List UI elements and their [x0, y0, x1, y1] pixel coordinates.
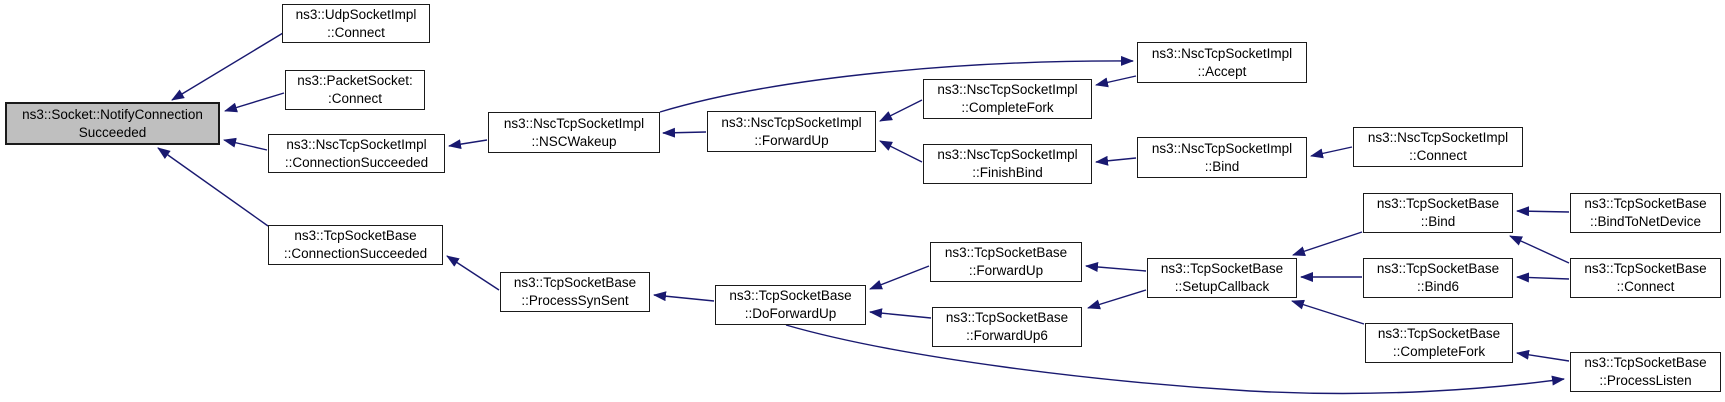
node-label-line: ns3::TcpSocketBase [729, 288, 852, 303]
node-label-line: ::Connect [1409, 148, 1467, 163]
node-label-line: ns3::TcpSocketBase [1376, 261, 1500, 276]
node-nsc-tcp-socket-impl-forward-up[interactable]: ns3::NscTcpSocketImpl::ForwardUp [707, 111, 876, 152]
call-edges [157, 32, 1570, 395]
edge-nsc-tcp-socket-impl-accept--nsc-tcp-socket-impl-complete-fork [1095, 75, 1137, 88]
node-label-line: ns3::TcpSocketBase [944, 245, 1068, 260]
node-label-line: Succeeded [78, 124, 147, 140]
node-label-line: ns3::TcpSocketBase [945, 310, 1069, 325]
node-label-line: ::Connect [327, 24, 385, 40]
edge-tcp-socket-base-connect--tcp-socket-base-bind [1509, 235, 1570, 264]
node-tcp-socket-base-connection-succeeded[interactable]: ns3::TcpSocketBase::ConnectionSucceeded [268, 225, 443, 265]
node-label-line: ns3::TcpSocketBase [294, 228, 417, 243]
node-label-line: ::Bind [1420, 214, 1456, 229]
edge-tcp-socket-base-connect--tcp-socket-base-bind6 [1516, 272, 1570, 283]
node-label-line: ::ForwardUp6 [966, 328, 1048, 343]
node-label-line: ::NSCWakeup [531, 133, 617, 149]
node-label-line: ns3::NscTcpSocketImpl [1367, 130, 1509, 145]
edge-nsc-tcp-socket-impl-connection-succeeded--socket-notify-connection-succeeded [223, 137, 268, 151]
node-label-line: ns3::PacketSocket: [297, 73, 413, 88]
node-label-line: ::Accept [1197, 63, 1247, 79]
edge-nsc-tcp-socket-impl-forward-up--nsc-tcp-socket-impl-nsc-wakeup [662, 127, 707, 138]
edge-nsc-tcp-socket-impl-nsc-wakeup--nsc-tcp-socket-impl-accept [659, 55, 1134, 113]
edge-nsc-tcp-socket-impl-finish-bind--nsc-tcp-socket-impl-forward-up [879, 140, 923, 163]
node-label-line: ns3::TcpSocketBase [1376, 196, 1500, 211]
node-nsc-tcp-socket-impl-finish-bind[interactable]: ns3::NscTcpSocketImpl::FinishBind [923, 144, 1092, 184]
node-label-line: ns3::TcpSocketBase [1584, 196, 1707, 211]
node-label-line: ::ForwardUp [754, 132, 829, 148]
edge-nsc-tcp-socket-impl-nsc-wakeup--nsc-tcp-socket-impl-connection-succeeded [448, 139, 488, 150]
node-nsc-tcp-socket-impl-bind[interactable]: ns3::NscTcpSocketImpl::Bind [1137, 137, 1307, 178]
edge-tcp-socket-base-do-forward-up--tcp-socket-base-process-syn-sent [653, 291, 715, 302]
node-label-line: ::Bind [1204, 158, 1240, 174]
edge-udp-socket-impl-connect--socket-notify-connection-succeeded [171, 32, 284, 101]
node-label-line: :Connect [327, 91, 383, 106]
node-label-line: ::ProcessListen [1599, 373, 1692, 388]
node-tcp-socket-base-process-syn-sent[interactable]: ns3::TcpSocketBase::ProcessSynSent [500, 272, 650, 312]
edge-tcp-socket-base-bind--tcp-socket-base-setup-callback [1292, 231, 1363, 256]
edge-tcp-socket-base-complete-fork--tcp-socket-base-setup-callback [1291, 299, 1365, 325]
node-label-line: ::CompleteFork [1392, 344, 1486, 359]
node-label-line: ns3::NscTcpSocketImpl [937, 147, 1078, 162]
node-udp-socket-impl-connect[interactable]: ns3::UdpSocketImpl::Connect [282, 4, 430, 43]
node-label-line: ns3::TcpSocketBase [1377, 326, 1501, 341]
node-label-line: ns3::UdpSocketImpl [295, 6, 417, 22]
edge-tcp-socket-base-process-listen--tcp-socket-base-complete-fork [1516, 349, 1570, 362]
node-tcp-socket-base-process-listen[interactable]: ns3::TcpSocketBase::ProcessListen [1570, 352, 1721, 392]
node-label-line: ::FinishBind [972, 165, 1043, 180]
node-tcp-socket-base-bind[interactable]: ns3::TcpSocketBase::Bind [1363, 193, 1513, 233]
edge-tcp-socket-base-do-forward-up--tcp-socket-base-process-listen [785, 324, 1565, 395]
node-label-line: ::Connect [1616, 279, 1675, 294]
node-label-line: ::ProcessSynSent [521, 293, 629, 308]
node-label-line: ns3::TcpSocketBase [513, 275, 637, 290]
node-nsc-tcp-socket-impl-connect[interactable]: ns3::NscTcpSocketImpl::Connect [1353, 127, 1523, 167]
node-label-line: ns3::TcpSocketBase [1160, 261, 1284, 276]
node-tcp-socket-base-complete-fork[interactable]: ns3::TcpSocketBase::CompleteFork [1365, 323, 1513, 363]
node-label-line: ::DoForwardUp [744, 306, 837, 321]
node-label-line: ns3::NscTcpSocketImpl [286, 136, 427, 152]
node-nsc-tcp-socket-impl-accept[interactable]: ns3::NscTcpSocketImpl::Accept [1137, 42, 1307, 83]
node-label-line: ::ForwardUp [968, 263, 1044, 278]
node-nsc-tcp-socket-impl-nsc-wakeup[interactable]: ns3::NscTcpSocketImpl::NSCWakeup [488, 112, 660, 153]
edge-tcp-socket-base-bind-to-net-device--tcp-socket-base-bind [1516, 206, 1570, 217]
node-tcp-socket-base-bind-to-net-device[interactable]: ns3::TcpSocketBase::BindToNetDevice [1570, 193, 1721, 233]
node-label-line: ns3::NscTcpSocketImpl [721, 114, 862, 130]
edge-tcp-socket-base-connection-succeeded--socket-notify-connection-succeeded [157, 147, 269, 227]
node-label-line: ns3::NscTcpSocketImpl [503, 115, 645, 131]
node-tcp-socket-base-do-forward-up[interactable]: ns3::TcpSocketBase::DoForwardUp [715, 285, 866, 325]
node-tcp-socket-base-connect[interactable]: ns3::TcpSocketBase::Connect [1570, 258, 1721, 298]
node-label-line: ::CompleteFork [961, 100, 1054, 115]
node-tcp-socket-base-bind6[interactable]: ns3::TcpSocketBase::Bind6 [1363, 258, 1513, 298]
node-label-line: ::ConnectionSucceeded [283, 246, 428, 261]
node-label-line: ns3::Socket::NotifyConnection [22, 106, 203, 122]
node-label-line: ::Bind6 [1416, 279, 1460, 294]
edge-tcp-socket-base-setup-callback--tcp-socket-base-forward-up [1085, 262, 1147, 272]
node-label-line: ::SetupCallback [1174, 279, 1270, 294]
edge-tcp-socket-base-forward-up6--tcp-socket-base-do-forward-up [869, 308, 932, 319]
node-label-line: ns3::TcpSocketBase [1584, 355, 1707, 370]
edge-tcp-socket-base-setup-callback--tcp-socket-base-forward-up6 [1087, 289, 1147, 310]
node-tcp-socket-base-forward-up[interactable]: ns3::TcpSocketBase::ForwardUp [930, 242, 1082, 282]
edge-nsc-tcp-socket-impl-connect--nsc-tcp-socket-impl-bind [1310, 146, 1353, 159]
node-label-line: ns3::NscTcpSocketImpl [937, 82, 1078, 97]
node-label-line: ::BindToNetDevice [1589, 214, 1702, 229]
edge-tcp-socket-base-process-syn-sent--tcp-socket-base-connection-succeeded [446, 255, 500, 291]
edge-nsc-tcp-socket-impl-bind--nsc-tcp-socket-impl-finish-bind [1095, 155, 1137, 166]
node-nsc-tcp-socket-impl-connection-succeeded[interactable]: ns3::NscTcpSocketImpl::ConnectionSucceed… [268, 134, 445, 173]
node-tcp-socket-base-forward-up6[interactable]: ns3::TcpSocketBase::ForwardUp6 [932, 307, 1082, 347]
node-packet-socket-connect[interactable]: ns3::PacketSocket::Connect [285, 70, 425, 110]
node-label-line: ::ConnectionSucceeded [284, 154, 429, 170]
edge-tcp-socket-base-forward-up--tcp-socket-base-do-forward-up [869, 265, 930, 290]
node-nsc-tcp-socket-impl-complete-fork[interactable]: ns3::NscTcpSocketImpl::CompleteFork [923, 79, 1092, 119]
node-label-line: ns3::TcpSocketBase [1584, 261, 1707, 276]
node-tcp-socket-base-setup-callback[interactable]: ns3::TcpSocketBase::SetupCallback [1147, 258, 1297, 298]
node-label-line: ns3::NscTcpSocketImpl [1151, 140, 1293, 156]
edge-packet-socket-connect--socket-notify-connection-succeeded [224, 92, 285, 113]
edge-nsc-tcp-socket-impl-complete-fork--nsc-tcp-socket-impl-forward-up [879, 99, 923, 122]
node-label-line: ns3::NscTcpSocketImpl [1151, 45, 1293, 61]
